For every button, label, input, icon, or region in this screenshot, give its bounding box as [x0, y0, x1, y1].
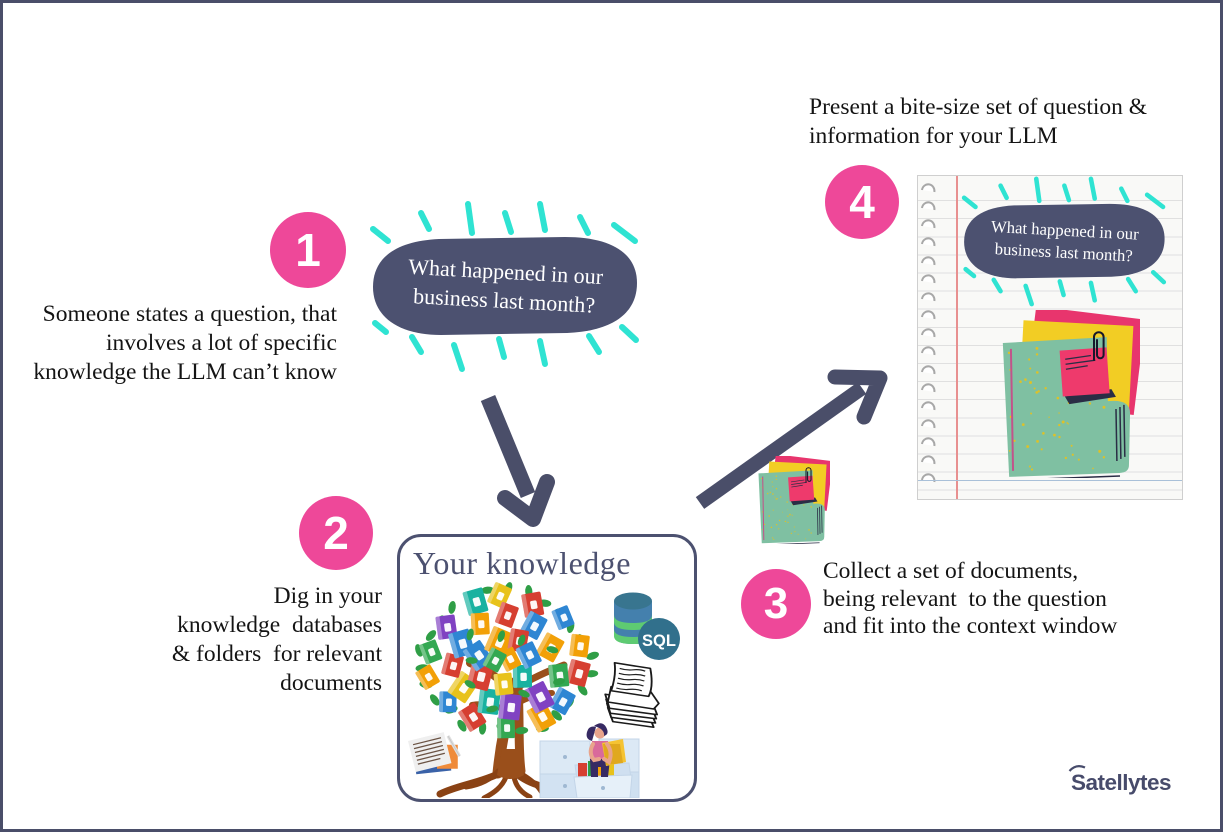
- svg-text:SQL: SQL: [642, 632, 676, 650]
